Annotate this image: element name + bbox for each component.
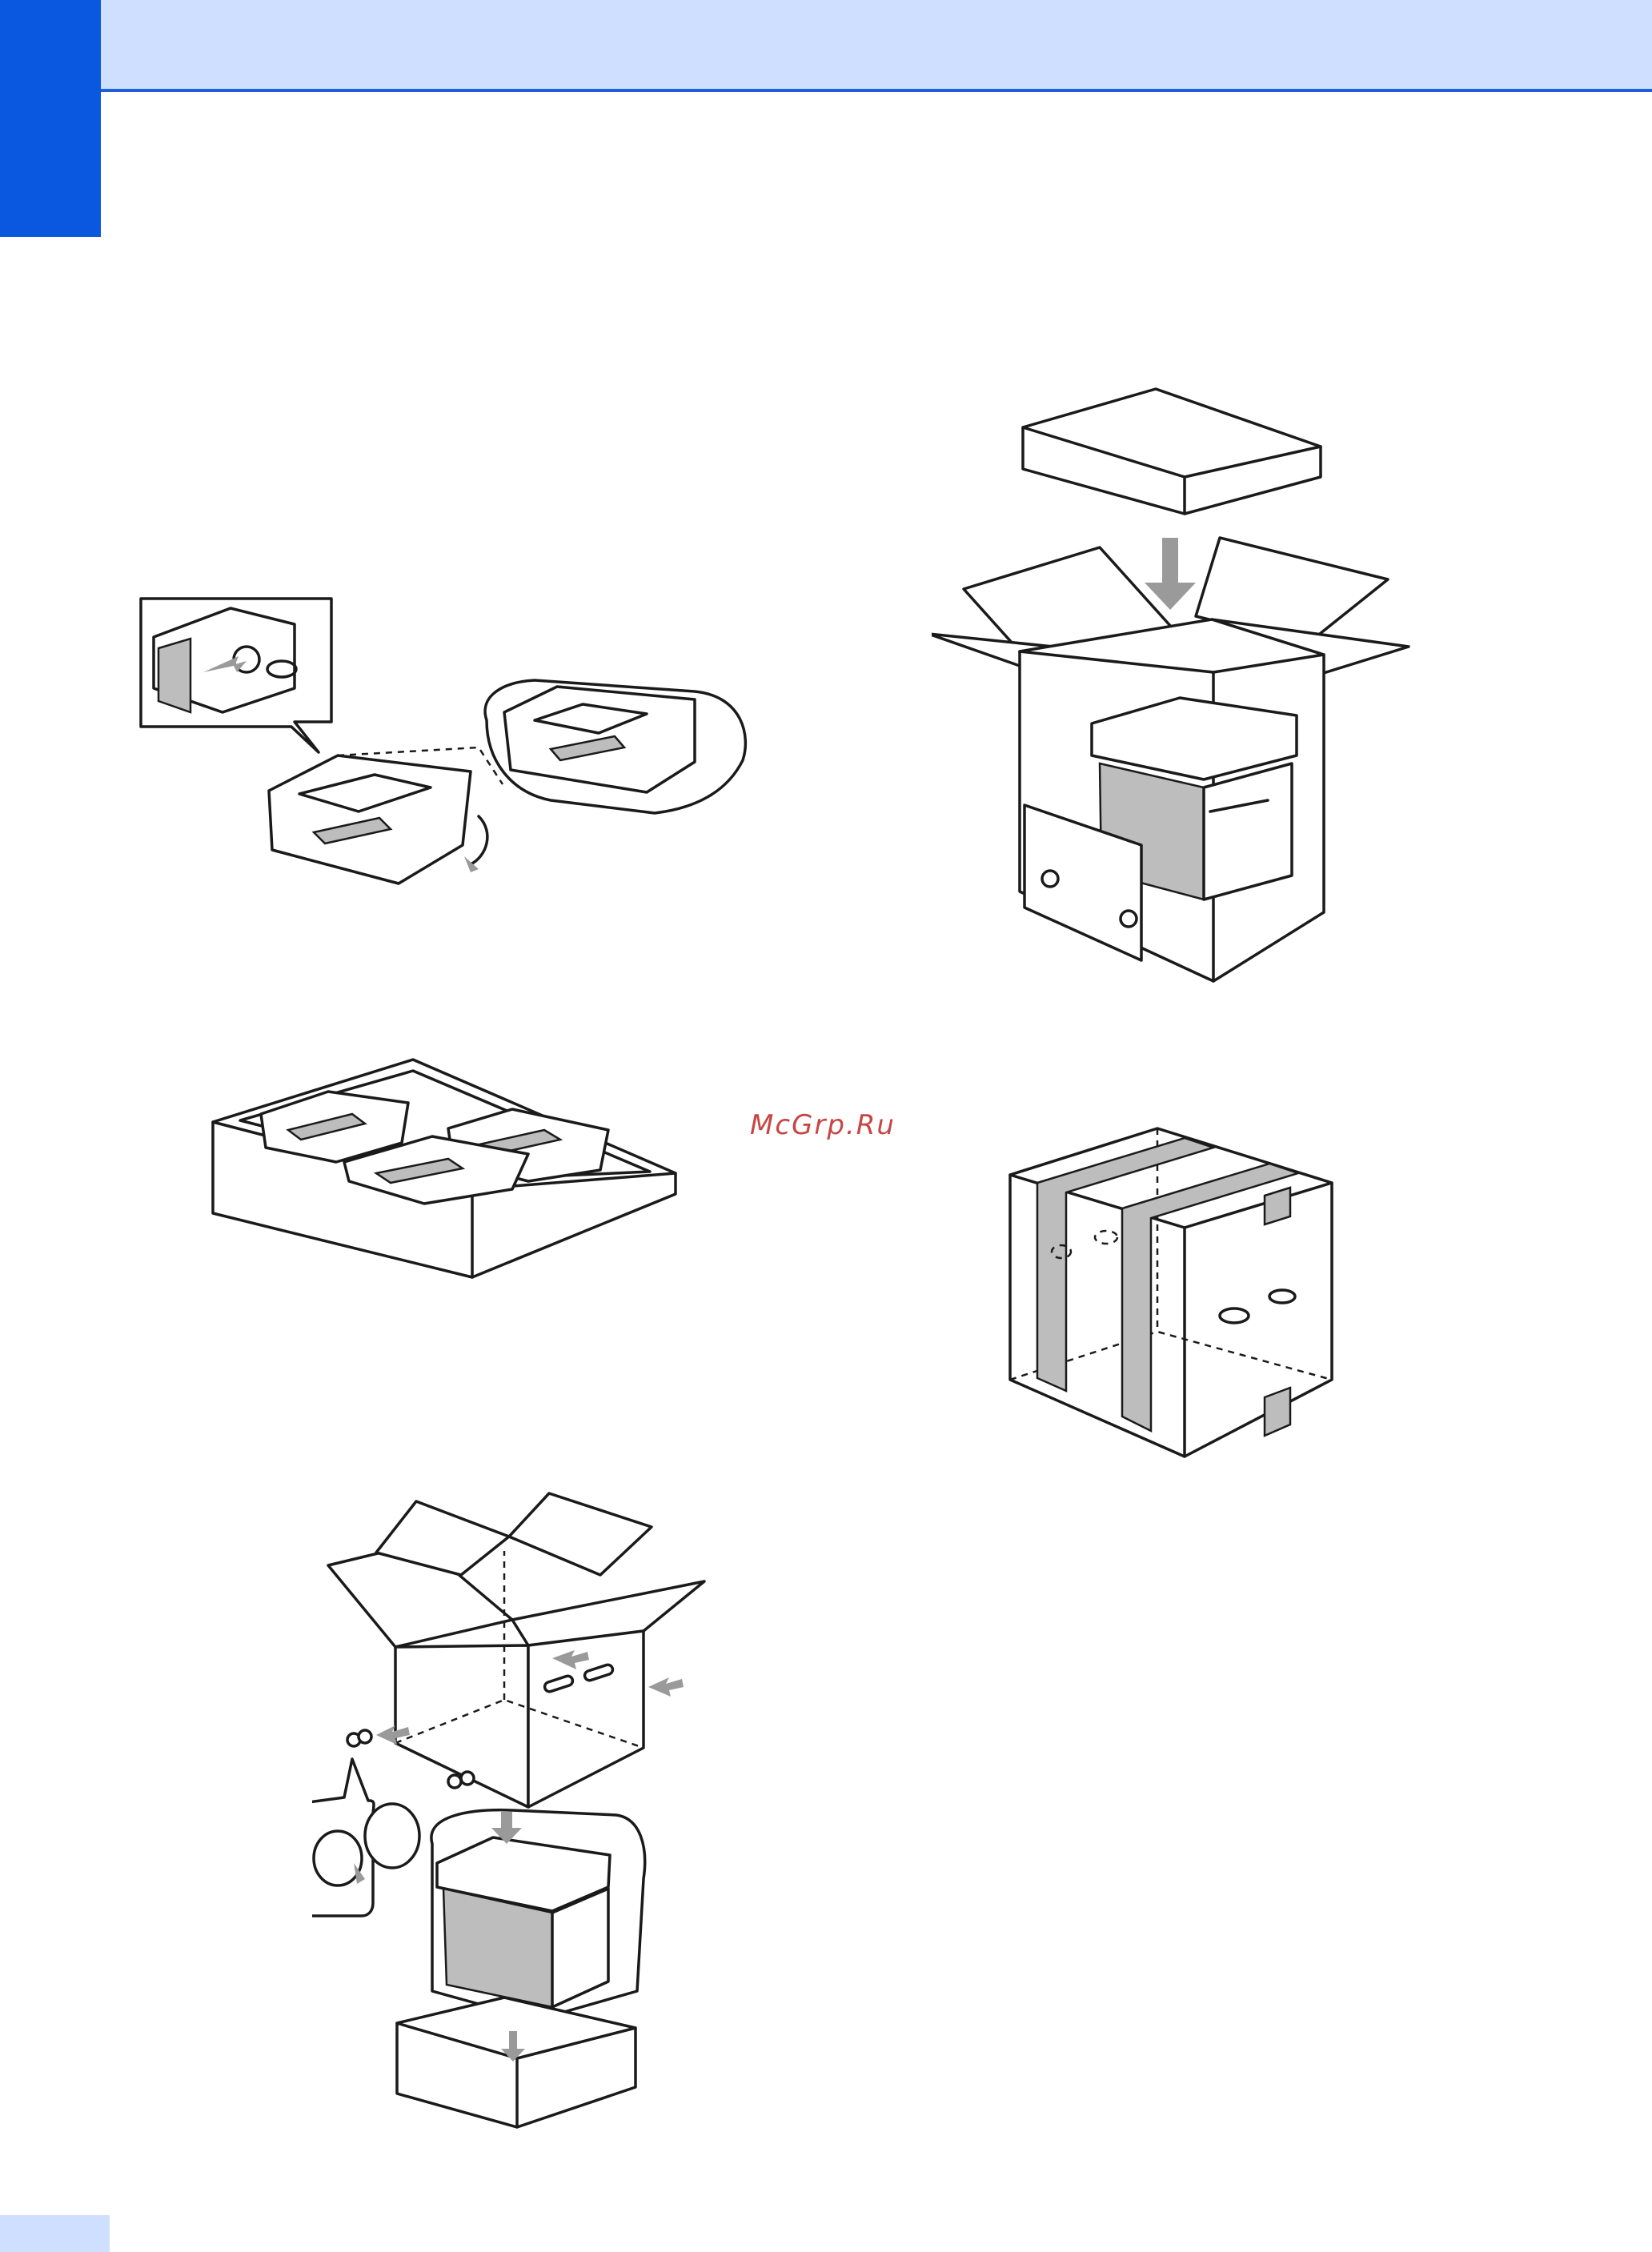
- figure-box-over-printer: [312, 1479, 712, 2234]
- figure-toner-cartridge-bagging: [134, 592, 759, 896]
- page-number-tab: [0, 2215, 110, 2252]
- strapped-box-illustration: [1005, 1124, 1337, 1461]
- packing-tray-illustration: [208, 1053, 680, 1284]
- header-rule: [101, 89, 1652, 92]
- header-band: [0, 0, 1652, 89]
- watermark: McGrp.Ru: [750, 1109, 896, 1141]
- figure-tray-placed-in-box: [932, 387, 1412, 984]
- toner-cartridge-illustration: [134, 592, 759, 896]
- figure-cartridges-in-tray: [208, 1053, 680, 1284]
- chapter-side-tab: [0, 0, 101, 237]
- carton-assembly-illustration: [312, 1479, 712, 2234]
- figure-strapped-carton: [1005, 1124, 1337, 1461]
- carton-insert-illustration: [932, 387, 1412, 984]
